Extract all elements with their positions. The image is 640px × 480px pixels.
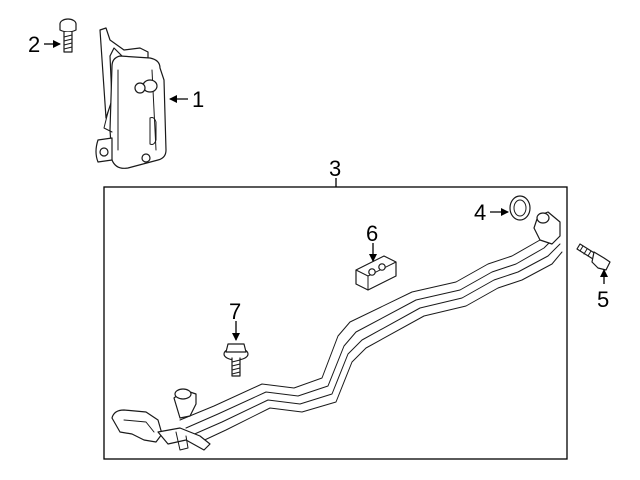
callout-6: 6 [366,221,378,246]
callout-7: 7 [229,299,241,324]
callout-5: 5 [597,287,609,312]
callout-2: 2 [28,32,40,57]
callout-4: 4 [474,200,486,225]
cooler-line-assembly [111,211,563,451]
bolt-2 [59,18,77,53]
bolt-5 [576,243,611,271]
o-ring [509,195,531,221]
callout-1: 1 [192,87,204,112]
clip [355,255,397,291]
callout-3: 3 [329,156,341,181]
bolt-7 [223,343,249,377]
assembly-frame [103,186,568,460]
oil-cooler [95,27,167,169]
